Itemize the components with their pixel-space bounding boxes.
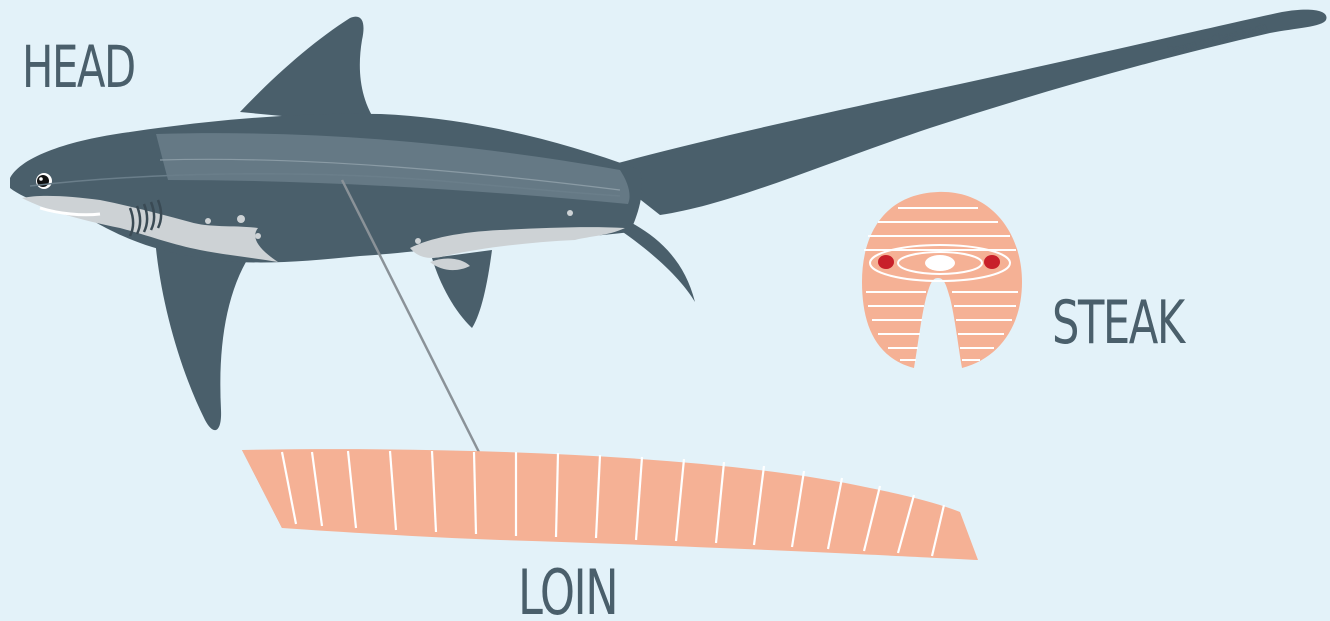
shark-pectoral-fin [155,238,250,430]
shark-tail-lower-lobe [620,222,695,302]
blood-spot-right [984,255,1000,269]
shark [10,10,1327,431]
steak-shape [862,192,1022,368]
blood-spot-left [878,255,894,269]
shark-dorsal-fin [240,17,378,125]
shark-spot [415,238,421,244]
shark-spot [255,233,261,239]
steak [862,192,1022,368]
head-label: HEAD [22,38,135,96]
loin-label: LOIN [518,562,617,621]
shark-spot [237,215,245,223]
shark-spot [567,210,573,216]
loin-top-face [242,449,978,560]
steak-spine [925,255,955,271]
steak-label: STEAK [1052,293,1184,353]
shark-eye [36,173,52,189]
shark-spot [205,218,211,224]
loin [242,449,978,560]
